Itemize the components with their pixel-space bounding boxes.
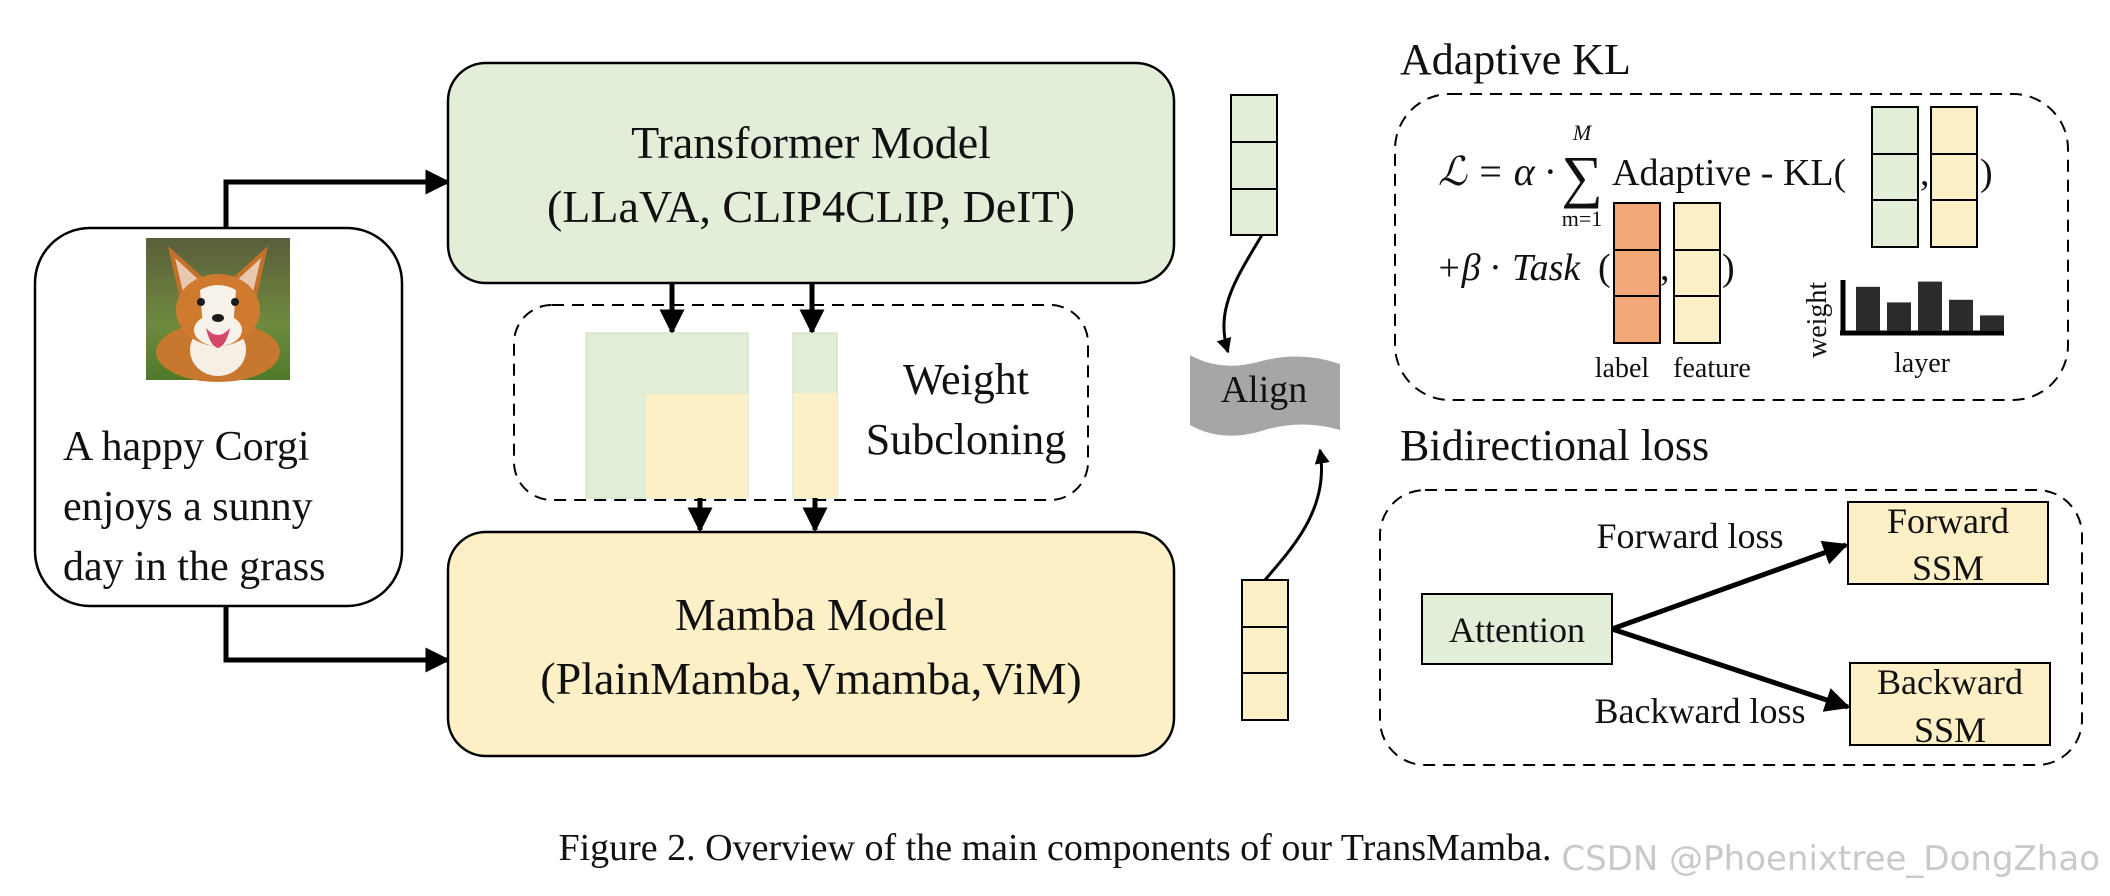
attention-box xyxy=(1421,593,1613,665)
mamba-model-title: Mamba Model xyxy=(675,589,947,640)
weight-matrix-large xyxy=(585,332,749,499)
adaptive-kl-term: Adaptive - KL( xyxy=(1612,152,1846,194)
attention-label: Attention xyxy=(1449,610,1585,650)
input-to-mamba-arrow xyxy=(223,606,451,673)
corgi-image xyxy=(146,238,290,382)
transformer-model-box xyxy=(446,61,1176,285)
input-to-transformer-arrow xyxy=(223,169,451,228)
feature-caption: feature xyxy=(1673,353,1751,384)
weight-subcloning-label-line1: Weight xyxy=(903,355,1029,404)
weight-bars xyxy=(1856,281,2004,331)
align-label: Align xyxy=(1221,369,1308,411)
forward-loss-arrow xyxy=(1611,540,1849,632)
task-close-paren: ) xyxy=(1722,247,1735,289)
forward-ssm-label-line2: SSM xyxy=(1912,548,1984,588)
forward-ssm-box xyxy=(1847,501,2049,585)
task-open-paren: ( xyxy=(1598,247,1611,289)
task-comma: , xyxy=(1660,247,1670,289)
task-label-vector xyxy=(1613,202,1661,344)
backward-loss-label: Backward loss xyxy=(1595,691,1806,731)
transformer-model-title: Transformer Model xyxy=(631,117,991,168)
bidirectional-loss-box xyxy=(1379,489,2083,766)
layer-weight-chart: weight layer xyxy=(1802,280,2004,379)
task-name: Task xyxy=(1512,247,1581,289)
forward-ssm-label-line1: Forward xyxy=(1887,501,2009,541)
backward-ssm-label-line2: SSM xyxy=(1914,710,1986,750)
adaptive-kl-title: Adaptive KL xyxy=(1400,35,1631,84)
layer-axis-label: layer xyxy=(1894,348,1951,379)
weight-subcloning-label-line2: Subcloning xyxy=(866,415,1066,464)
input-box xyxy=(33,226,404,608)
forward-loss-label: Forward loss xyxy=(1597,516,1784,556)
transformer-model-examples: (LLaVA, CLIP4CLIP, DeIT) xyxy=(547,181,1075,232)
label-caption: label xyxy=(1595,353,1650,384)
input-text-line3: day in the grass xyxy=(63,544,325,590)
mamba-feature-vector xyxy=(1241,579,1289,721)
mamba-model-examples: (PlainMamba,Vmamba,ViM) xyxy=(540,653,1081,704)
kl-close-paren: ) xyxy=(1980,152,1993,194)
loss-symbol: ℒ = α · xyxy=(1438,149,1555,194)
transformer-feature-vector xyxy=(1230,94,1278,236)
weight-axis-label: weight xyxy=(1802,282,1833,358)
mamba-model-box xyxy=(446,530,1176,758)
task-prefix: +β · xyxy=(1436,247,1500,289)
task-feature-vector xyxy=(1673,202,1721,344)
weight-subcloning-box xyxy=(513,304,1089,501)
sum-upper-limit: M xyxy=(1572,120,1593,145)
weight-bar-5 xyxy=(1980,315,2004,331)
kl-comma: , xyxy=(1920,152,1930,194)
align-arrow-top xyxy=(1216,234,1264,354)
kl-yellow-vector xyxy=(1930,106,1978,248)
watermark: CSDN @Phoenixtree_DongZhao xyxy=(1561,839,2100,879)
input-text-line1: A happy Corgi xyxy=(63,424,310,470)
weight-matrix-small xyxy=(792,332,838,499)
kl-green-vector xyxy=(1871,106,1919,248)
figure-caption: Figure 2. Overview of the main component… xyxy=(558,827,1551,869)
sum-lower-limit: m=1 xyxy=(1562,206,1603,231)
summation-sign: ∑ xyxy=(1561,144,1602,209)
weight-bar-2 xyxy=(1887,302,1911,331)
weight-bar-4 xyxy=(1949,299,1973,331)
align-arrow-bottom xyxy=(1263,448,1330,581)
backward-loss-arrow xyxy=(1611,626,1851,712)
backward-ssm-label-line1: Backward xyxy=(1877,662,2023,702)
align-banner xyxy=(1190,355,1340,436)
bidirectional-loss-title: Bidirectional loss xyxy=(1400,421,1709,470)
weight-bar-1 xyxy=(1856,286,1880,331)
input-text-line2: enjoys a sunny xyxy=(63,484,313,530)
adaptive-kl-box xyxy=(1394,93,2069,401)
weight-bar-3 xyxy=(1918,281,1942,331)
